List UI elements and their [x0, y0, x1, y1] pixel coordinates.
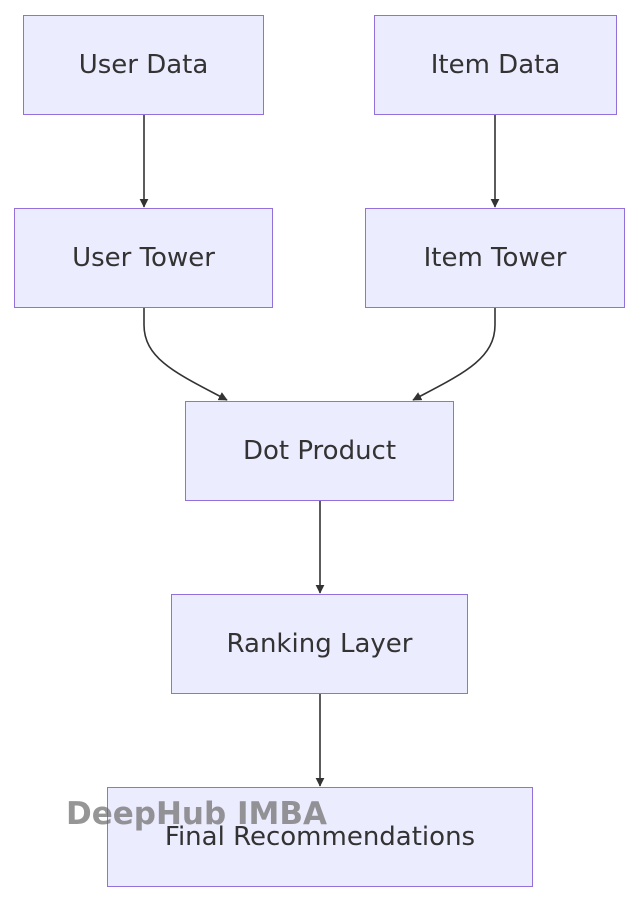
node-user-data-label: User Data: [78, 50, 209, 80]
edge-item-tower-to-dot-product: [412, 308, 496, 401]
node-user-tower: User Tower: [14, 208, 273, 308]
node-user-tower-label: User Tower: [72, 243, 215, 273]
edge-user-tower-to-dot-product: [143, 308, 228, 401]
node-dot-product-label: Dot Product: [242, 436, 397, 466]
node-user-data: User Data: [23, 15, 264, 115]
node-ranking-layer-label: Ranking Layer: [226, 629, 413, 659]
node-item-tower: Item Tower: [365, 208, 625, 308]
node-item-tower-label: Item Tower: [423, 243, 567, 273]
node-ranking-layer: Ranking Layer: [171, 594, 468, 694]
node-final-recommendations: Final Recommendations: [107, 787, 533, 887]
node-dot-product: Dot Product: [185, 401, 454, 501]
node-item-data-label: Item Data: [430, 50, 561, 80]
node-final-recommendations-label: Final Recommendations: [164, 822, 476, 852]
node-item-data: Item Data: [374, 15, 617, 115]
